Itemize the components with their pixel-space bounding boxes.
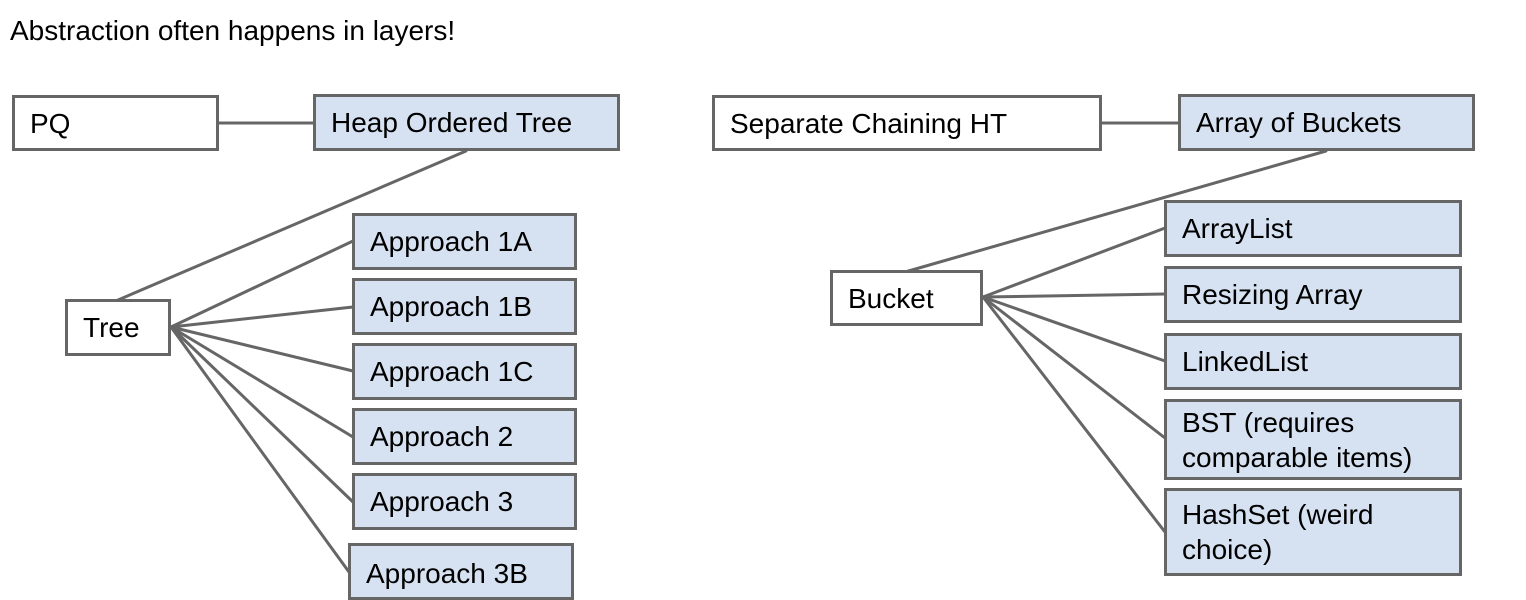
node-pq: PQ [12, 95, 219, 151]
node-approach-2-label: Approach 2 [370, 421, 514, 452]
node-approach-3: Approach 3 [352, 473, 577, 530]
connector-bucket-resizing-array [981, 292, 1167, 299]
connector-tree-approach-1b [169, 305, 355, 329]
connector-heap-tree [116, 149, 468, 302]
node-bst-label: BST (requires comparable items) [1182, 406, 1413, 473]
connector-tree-approach-2 [169, 325, 355, 439]
node-bucket-label: Bucket [848, 282, 934, 314]
connector-bucket-linkedlist [981, 295, 1167, 363]
node-heap-ordered-tree: Heap Ordered Tree [313, 94, 620, 151]
node-bucket: Bucket [830, 270, 983, 326]
connector-array-of-buckets-bucket [903, 149, 1328, 274]
connector-lines [116, 121, 1328, 574]
page-title: Abstraction often happens in layers! [10, 15, 456, 46]
node-approach-1b: Approach 1B [352, 278, 577, 335]
connector-tree-approach-3 [169, 325, 355, 504]
connector-bucket-hashset [981, 295, 1167, 534]
node-approach-1a: Approach 1A [352, 213, 577, 270]
node-resizing-array: Resizing Array [1164, 266, 1462, 323]
connector-bucket-bst [981, 295, 1167, 440]
node-approach-3b-label: Approach 3B [366, 558, 528, 589]
node-heap-ordered-tree-label: Heap Ordered Tree [331, 107, 573, 138]
node-tree-label: Tree [83, 312, 140, 343]
node-approach-3b: Approach 3B [348, 543, 574, 600]
node-approach-3-label: Approach 3 [370, 486, 514, 517]
node-approach-1c: Approach 1C [352, 343, 577, 400]
node-arraylist-label: ArrayList [1182, 213, 1293, 244]
node-linkedlist: LinkedList [1164, 333, 1462, 390]
node-separate-chaining-ht: Separate Chaining HT [712, 95, 1102, 151]
node-tree: Tree [65, 299, 171, 356]
node-bst: BST (requires comparable items) [1164, 399, 1462, 480]
node-array-of-buckets: Array of Buckets [1178, 94, 1475, 151]
node-approach-1a-label: Approach 1A [370, 226, 532, 257]
node-separate-chaining-ht-label: Separate Chaining HT [730, 107, 1008, 139]
connector-bucket-arraylist [981, 226, 1167, 299]
node-hashset: HashSet (weird choice) [1164, 488, 1462, 576]
node-resizing-array-label: Resizing Array [1182, 279, 1363, 310]
node-approach-2: Approach 2 [352, 408, 577, 465]
node-hashset-label: HashSet (weird choice) [1182, 499, 1374, 565]
node-pq-label: PQ [30, 107, 71, 139]
connector-tree-approach-1a [169, 239, 355, 329]
node-linkedlist-label: LinkedList [1182, 346, 1309, 377]
node-approach-1c-label: Approach 1C [370, 356, 534, 387]
node-arraylist: ArrayList [1164, 200, 1462, 257]
node-array-of-buckets-label: Array of Buckets [1196, 107, 1402, 138]
connector-tree-approach-3b [169, 325, 351, 574]
connector-tree-approach-1c [169, 325, 355, 373]
node-approach-1b-label: Approach 1B [370, 291, 532, 322]
